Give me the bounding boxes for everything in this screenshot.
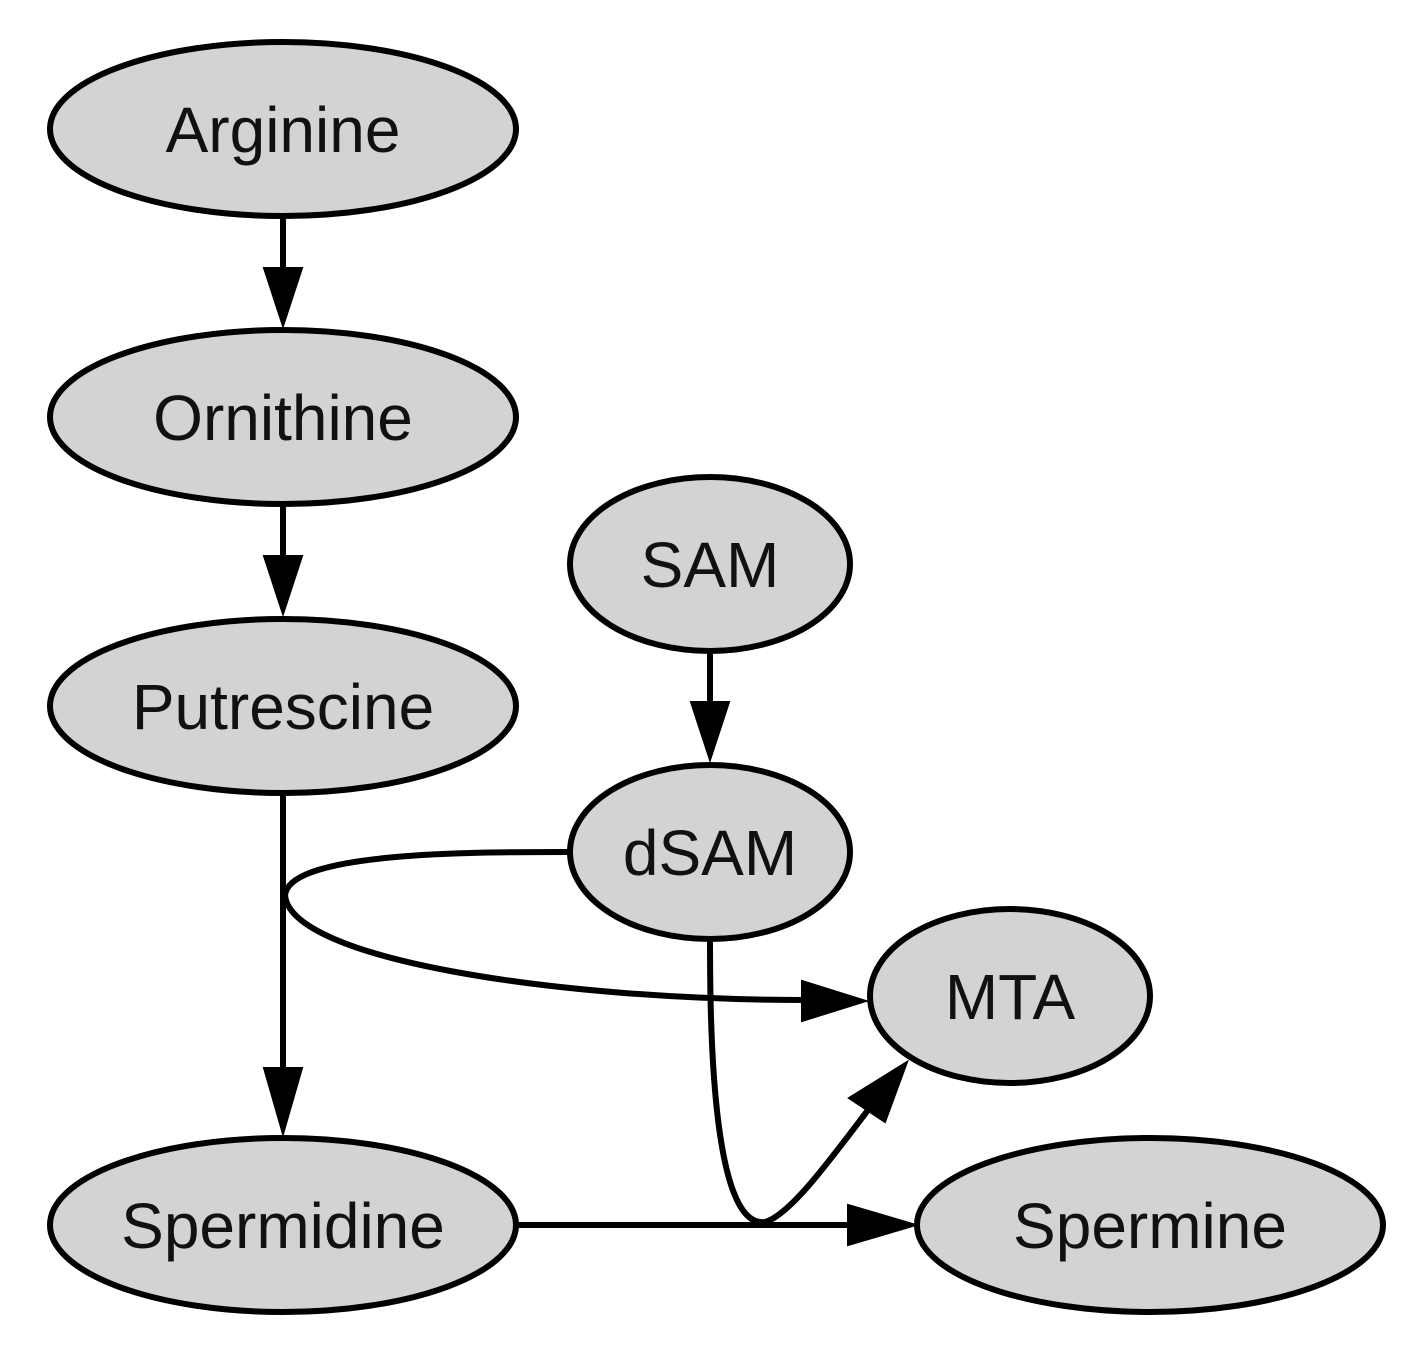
arrowhead-spermidine <box>262 1067 304 1138</box>
node-ornithine: Ornithine <box>47 327 519 507</box>
node-label-ornithine: Ornithine <box>153 382 413 454</box>
node-spermine: Spermine <box>914 1135 1386 1315</box>
arrowhead-dsam <box>689 701 731 764</box>
edge-dsam-mta-upper <box>281 849 806 1003</box>
node-label-sam: SAM <box>641 529 780 601</box>
arrowhead-spermine <box>847 1203 920 1247</box>
edges <box>262 217 920 1247</box>
node-putrescine: Putrescine <box>47 616 519 796</box>
node-spermidine: Spermidine <box>47 1135 519 1315</box>
node-dsam: dSAM <box>567 762 853 942</box>
node-label-dsam: dSAM <box>623 817 797 889</box>
node-arginine: Arginine <box>47 39 519 219</box>
node-label-mta: MTA <box>945 961 1076 1033</box>
node-label-spermidine: Spermidine <box>121 1190 445 1262</box>
node-label-spermine: Spermine <box>1013 1190 1287 1262</box>
arrowhead-mta-upper <box>801 979 870 1023</box>
node-label-arginine: Arginine <box>166 94 401 166</box>
node-sam: SAM <box>567 474 853 654</box>
edge-dsam-mta-lower <box>707 934 871 1226</box>
arrowhead-putrescine <box>262 555 304 618</box>
node-label-putrescine: Putrescine <box>132 671 434 743</box>
arrowhead-mta-lower <box>847 1059 909 1124</box>
arrowhead-ornithine <box>262 267 304 330</box>
node-mta: MTA <box>867 906 1153 1086</box>
